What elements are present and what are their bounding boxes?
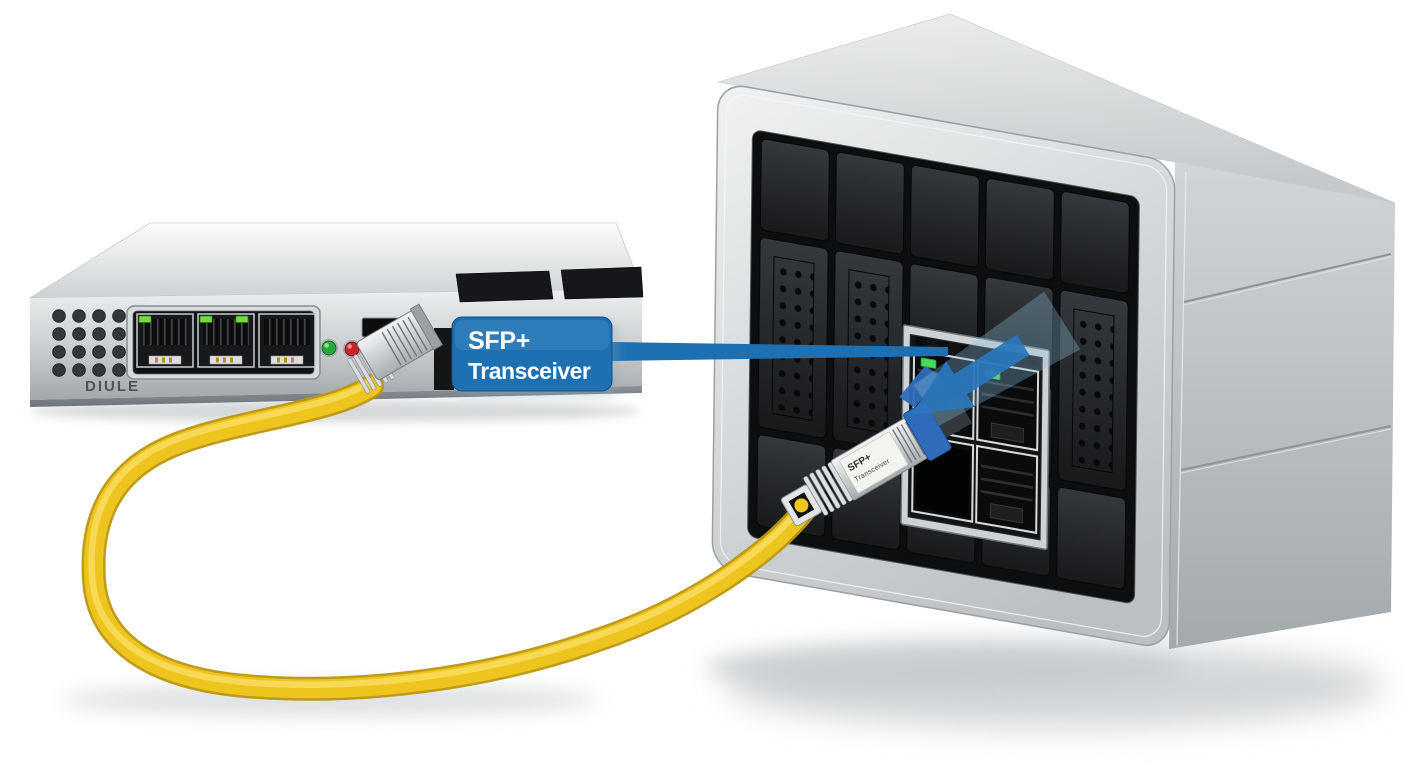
status-led-red	[343, 340, 361, 358]
port-led	[199, 315, 213, 323]
ethernet-port	[136, 313, 194, 368]
fiber-core	[794, 498, 809, 513]
port-led	[138, 315, 152, 323]
ethernet-port	[197, 313, 255, 368]
switch-brand-label: DIULE	[85, 378, 140, 395]
fiber-cable	[81, 374, 818, 701]
collar-ribs	[803, 462, 853, 516]
callout-leader-line	[612, 342, 948, 361]
cube-ethernet-port	[975, 444, 1039, 535]
module-label	[839, 431, 908, 494]
callout-box	[451, 316, 613, 392]
vented-module	[1057, 289, 1129, 491]
vent-holes	[52, 309, 126, 377]
vented-module	[757, 237, 829, 439]
cube-side-seams	[1176, 171, 1392, 646]
callout-line1: SFP+	[468, 327, 530, 355]
port-led	[235, 315, 249, 323]
blue-latch	[903, 402, 952, 461]
callout-label: SFP+ Transceiver	[451, 316, 617, 397]
port-led	[920, 357, 937, 369]
cube-side-face	[1169, 162, 1395, 649]
status-led-green	[320, 339, 338, 357]
top-slot-opening	[455, 270, 554, 303]
top-slot-opening	[560, 266, 644, 300]
ethernet-port	[258, 313, 316, 368]
ethernet-port-panel	[126, 305, 321, 380]
insertion-arrow-icon	[911, 291, 1081, 426]
callout-line2: Transceiver	[468, 358, 591, 384]
latch-handle	[899, 365, 941, 408]
switch-sfp-module	[347, 303, 443, 394]
